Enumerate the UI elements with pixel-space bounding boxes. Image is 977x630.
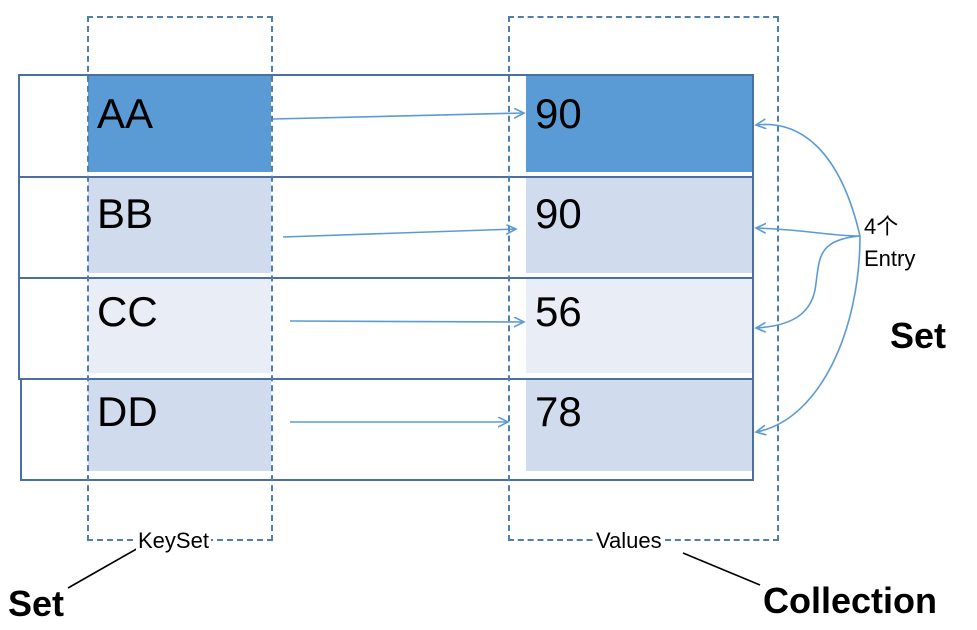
entry-type-label: Set xyxy=(890,315,947,356)
entry-count-label: 4个 xyxy=(864,214,899,239)
value-text-1: 90 xyxy=(535,90,582,137)
key-value-arrow-3 xyxy=(289,321,524,322)
key-value-arrow-1 xyxy=(272,113,524,120)
entry-curve-1 xyxy=(756,124,861,237)
value-cell-4 xyxy=(526,380,752,471)
key-text-3: CC xyxy=(97,288,158,335)
values-type-label: Collection xyxy=(763,580,938,621)
keyset-type-label: Set xyxy=(8,583,65,624)
keyset-label: KeySet xyxy=(136,528,211,553)
key-cell-cc xyxy=(88,279,271,373)
entry-curve-4 xyxy=(756,235,861,432)
key-cell-aa xyxy=(88,76,271,172)
key-text-1: AA xyxy=(97,90,154,137)
entry-curve-2 xyxy=(756,228,861,237)
value-text-4: 78 xyxy=(535,388,582,435)
value-cell-1 xyxy=(526,76,752,172)
entry-curve-3 xyxy=(756,235,861,328)
value-cell-3 xyxy=(526,279,752,373)
key-value-arrow-2 xyxy=(282,229,516,238)
values-leader-line xyxy=(682,552,761,586)
key-cell-bb xyxy=(88,178,271,273)
value-text-2: 90 xyxy=(535,190,582,237)
key-text-2: BB xyxy=(97,190,154,237)
keyset-leader-line xyxy=(67,546,141,589)
values-label: Values xyxy=(594,528,664,553)
value-text-3: 56 xyxy=(535,288,582,335)
key-text-4: DD xyxy=(97,388,158,435)
entry-word-label: Entry xyxy=(864,246,916,271)
value-cell-2 xyxy=(526,178,752,273)
key-cell-dd xyxy=(88,380,271,471)
